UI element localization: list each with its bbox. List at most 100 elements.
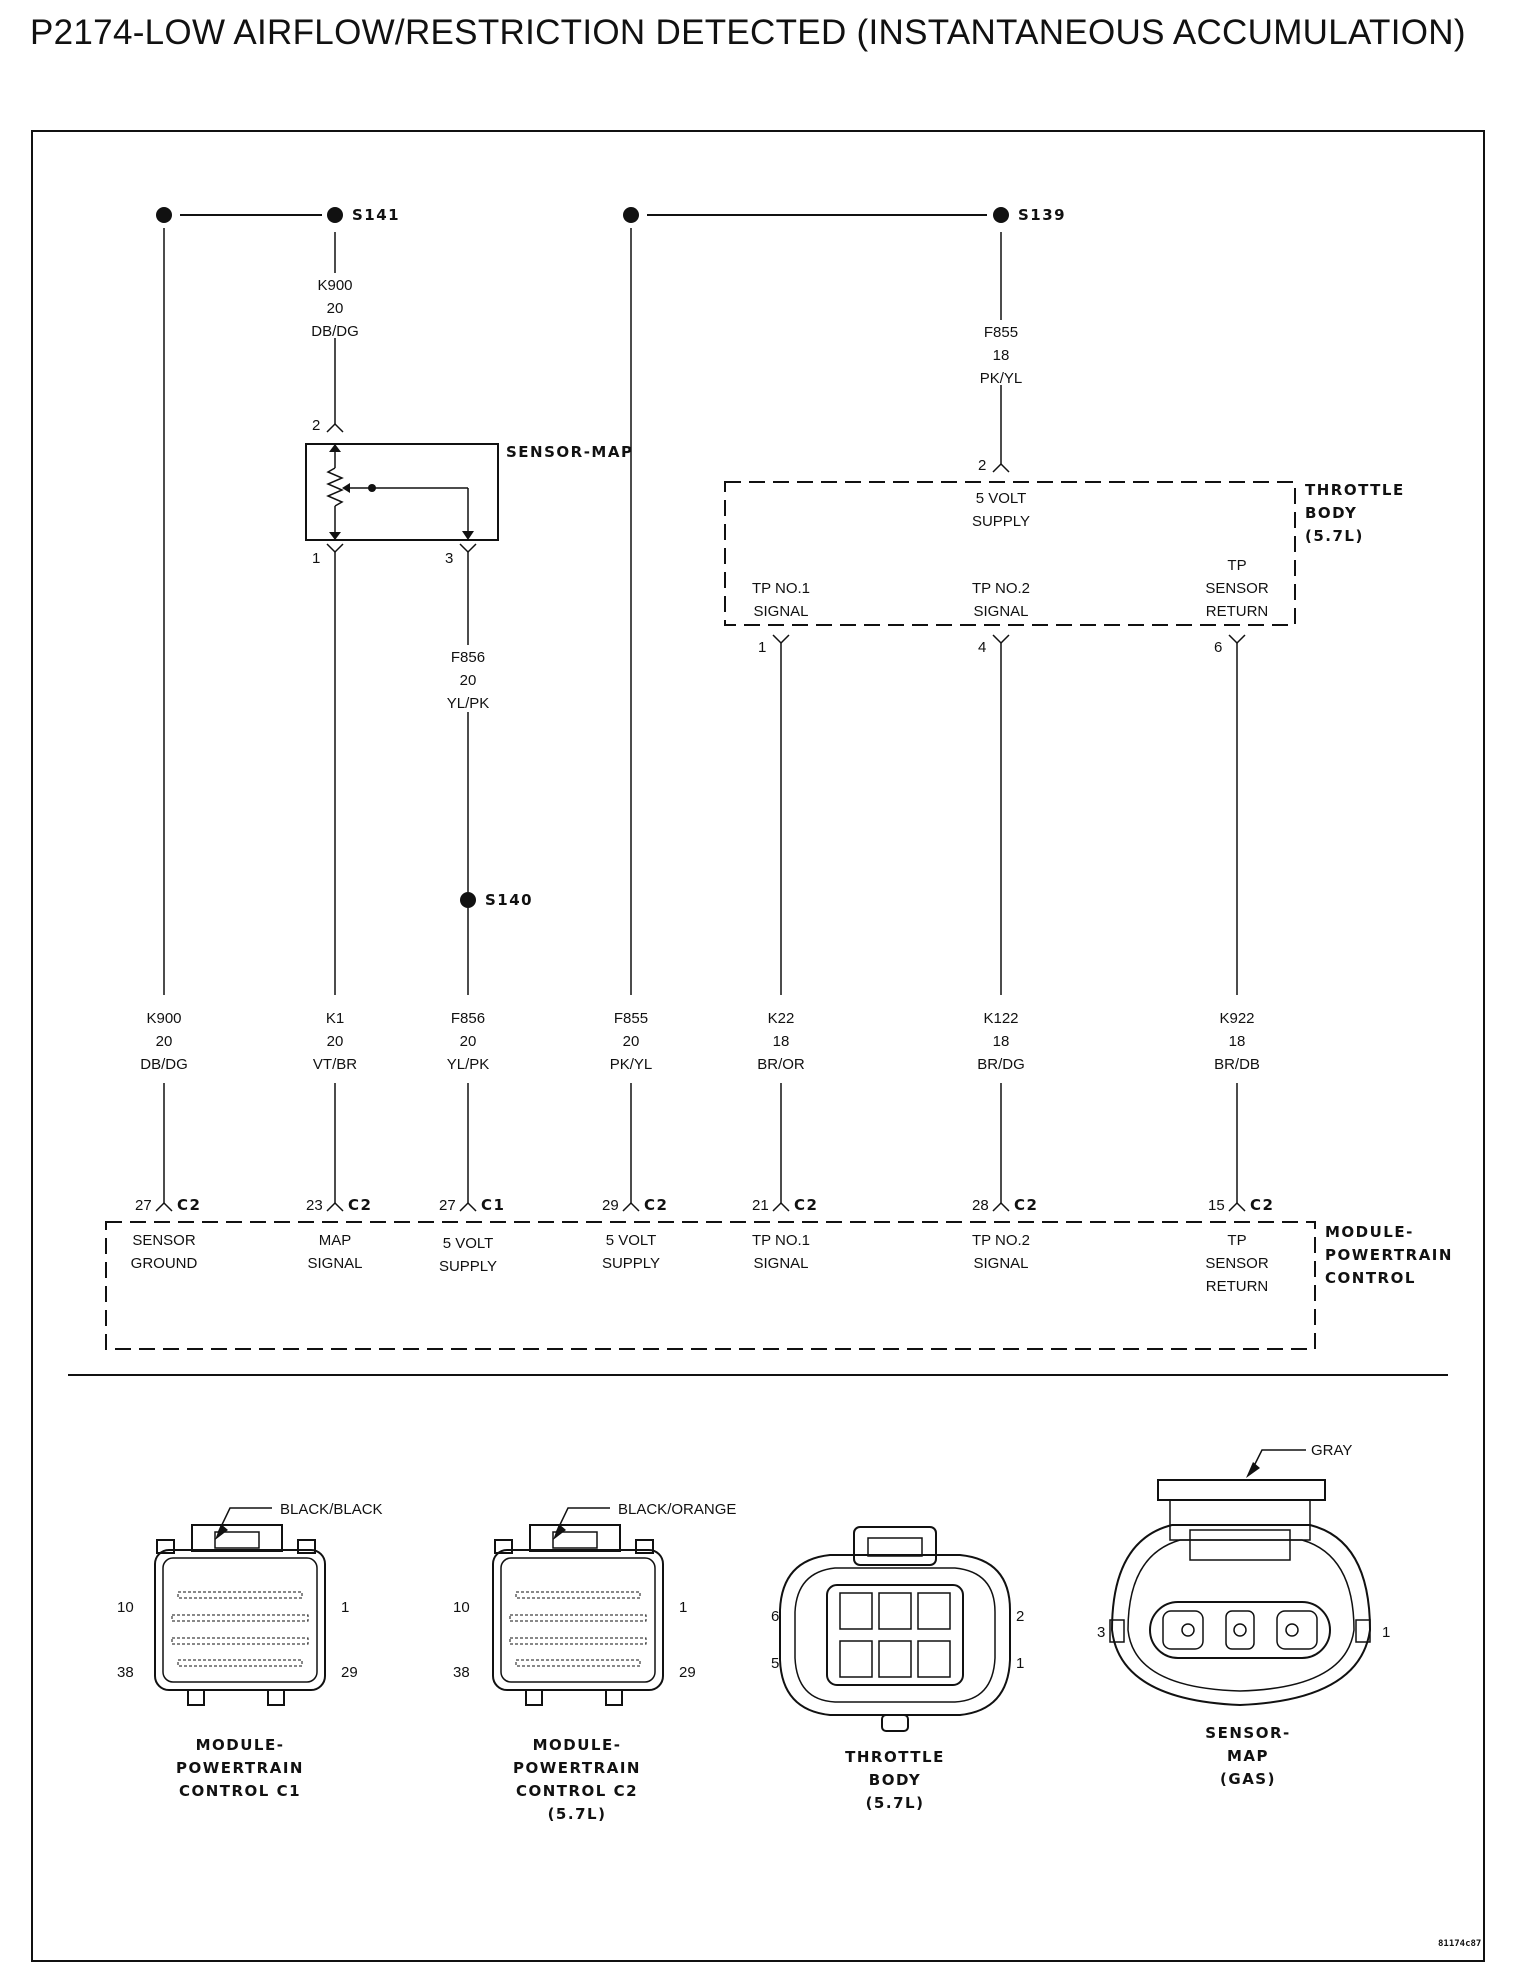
pcm-conn-1: C2 [177,1196,201,1214]
wire-k900-upper-color: DB/DG [311,323,359,340]
connector-c1-pin-38: 38 [117,1664,134,1681]
connector-c2-color: BLACK/ORANGE [618,1501,736,1518]
pcm-wire-4-color: PK/YL [610,1056,653,1073]
wire-lines [163,228,1238,1203]
throttle-body-component: 2 THROTTLE BODY (5.7L) 5 VOLT SUPPLY TP … [724,457,1405,656]
throttle-sig6-label-2: SENSOR [1205,580,1269,597]
sensor-map-pin-2: 2 [312,417,320,434]
pcm-conn-3: C1 [481,1196,505,1214]
connector-c1-color: BLACK/BLACK [280,1501,383,1518]
connector-c1-title-1: MODULE- [196,1736,285,1754]
pcm-pin-2: 23 [306,1197,323,1214]
pcm-pin-5: 21 [752,1197,769,1214]
connector-c1-pin-29: 29 [341,1664,358,1681]
pcm-label-3-a: 5 VOLT [443,1235,494,1252]
pcm-wire-7-gauge: 18 [1229,1033,1246,1050]
connector-sensor-map-view [1109,1449,1372,1707]
pcm-label-6-a: TP NO.2 [972,1232,1030,1249]
throttle-supply-label-2: SUPPLY [972,513,1030,530]
connector-c2-pin-10: 10 [453,1599,470,1616]
throttle-supply-label-1: 5 VOLT [976,490,1027,507]
pcm-wire-3-gauge: 20 [460,1033,477,1050]
throttle-sig2-label-2: SIGNAL [973,603,1028,620]
throttle-sig2-pin: 4 [978,639,986,656]
connector-tb-title-1: THROTTLE [845,1748,945,1766]
connector-c2-title-4: (5.7L) [548,1805,607,1823]
sensor-map-pin-terminals [326,422,477,554]
pcm-label-2-a: MAP [319,1232,352,1249]
pcm-wire-5-gauge: 18 [773,1033,790,1050]
splice-s141-bus: S141 [156,206,400,224]
throttle-sig2-label-1: TP NO.2 [972,580,1030,597]
pcm-label-6-b: SIGNAL [973,1255,1028,1272]
pcm-title-3: CONTROL [1325,1269,1416,1287]
splice-s141-label: S141 [352,206,400,224]
connector-tb-title-3: (5.7L) [866,1794,925,1812]
throttle-supply-pin: 2 [978,457,986,474]
throttle-sig1-pin: 1 [758,639,766,656]
throttle-sig1-label-2: SIGNAL [753,603,808,620]
sensor-map-component: SENSOR-MAP [305,443,633,541]
pcm-conn-6: C2 [1014,1196,1038,1214]
pcm-wire-5-color: BR/OR [757,1056,805,1073]
connector-c1-pin-10: 10 [117,1599,134,1616]
pcm-pin-3: 27 [439,1197,456,1214]
connector-c2-title-2: POWERTRAIN [513,1759,641,1777]
pcm-pin-7: 15 [1208,1197,1225,1214]
throttle-title-2: BODY [1305,504,1357,522]
pcm-pin-terminals [155,1201,1246,1212]
connector-tb-pin-1: 1 [1016,1655,1024,1672]
pcm-wire-3-color: YL/PK [447,1056,490,1073]
sensor-map-pin-1: 1 [312,550,320,567]
wire-k900-upper-gauge: 20 [327,300,344,317]
connector-c2-title-1: MODULE- [533,1736,622,1754]
connector-map-color: GRAY [1311,1442,1352,1459]
pcm-conn-4: C2 [644,1196,668,1214]
throttle-title-1: THROTTLE [1305,481,1405,499]
throttle-title-3: (5.7L) [1305,527,1364,545]
pcm-wire-labels: K900 20 DB/DG K1 20 VT/BR F856 20 YL/PK … [140,1010,1260,1073]
pcm-label-4-b: SUPPLY [602,1255,660,1272]
connector-tb-title-2: BODY [869,1771,921,1789]
splice-s140-label: S140 [485,891,533,909]
connector-tb-pin-5: 5 [771,1655,779,1672]
connector-c2-title-3: CONTROL C2 [516,1782,638,1800]
pcm-pin-4: 29 [602,1197,619,1214]
connector-map-pin-1: 1 [1382,1624,1390,1641]
connector-c2-pin-29: 29 [679,1664,696,1681]
pcm-wire-1-color: DB/DG [140,1056,188,1073]
pcm-title-2: POWERTRAIN [1325,1246,1453,1264]
connector-map-title-2: MAP [1227,1747,1269,1765]
connector-tb-pin-6: 6 [771,1608,779,1625]
sensor-map-title: SENSOR-MAP [506,443,633,461]
diagram-frame [31,130,1485,1962]
pcm-wire-2-color: VT/BR [313,1056,357,1073]
pcm-conn-5: C2 [794,1196,818,1214]
splice-s140-dot [460,892,476,908]
pcm-label-7-a: TP [1227,1232,1246,1249]
wire-f856-upper-color: YL/PK [447,695,490,712]
pcm-wire-2-code: K1 [326,1010,344,1027]
pcm-wire-5-code: K22 [768,1010,795,1027]
pcm-label-1-b: GROUND [131,1255,198,1272]
connector-c1-title-2: POWERTRAIN [176,1759,304,1777]
pcm-wire-7-color: BR/DB [1214,1056,1260,1073]
splice-s139-label: S139 [1018,206,1066,224]
figure-id: 81174c87 [1438,1939,1481,1949]
splice-s139-bus: S139 [623,206,1066,224]
pcm-label-7-c: RETURN [1206,1278,1269,1295]
sensor-map-pin-3: 3 [445,550,453,567]
pcm-connector-tags: C2 C2 C1 C2 C2 C2 C2 [177,1196,1273,1214]
connector-c2-pin-38: 38 [453,1664,470,1681]
page-title: P2174-LOW AIRFLOW/RESTRICTION DETECTED (… [30,13,1466,52]
pcm-label-4-a: 5 VOLT [606,1232,657,1249]
connector-c1-pin-1: 1 [341,1599,349,1616]
pcm-wire-6-gauge: 18 [993,1033,1010,1050]
pcm-wire-7-code: K922 [1219,1010,1254,1027]
pcm-component: SENSOR GROUND MAP SIGNAL 5 VOLT SUPPLY 5… [105,1221,1453,1350]
connector-map-pin-3: 3 [1097,1624,1105,1641]
wire-f855-upper-color: PK/YL [980,370,1023,387]
connector-c2-pin-1: 1 [679,1599,687,1616]
connector-map-title-3: (GAS) [1220,1770,1276,1788]
